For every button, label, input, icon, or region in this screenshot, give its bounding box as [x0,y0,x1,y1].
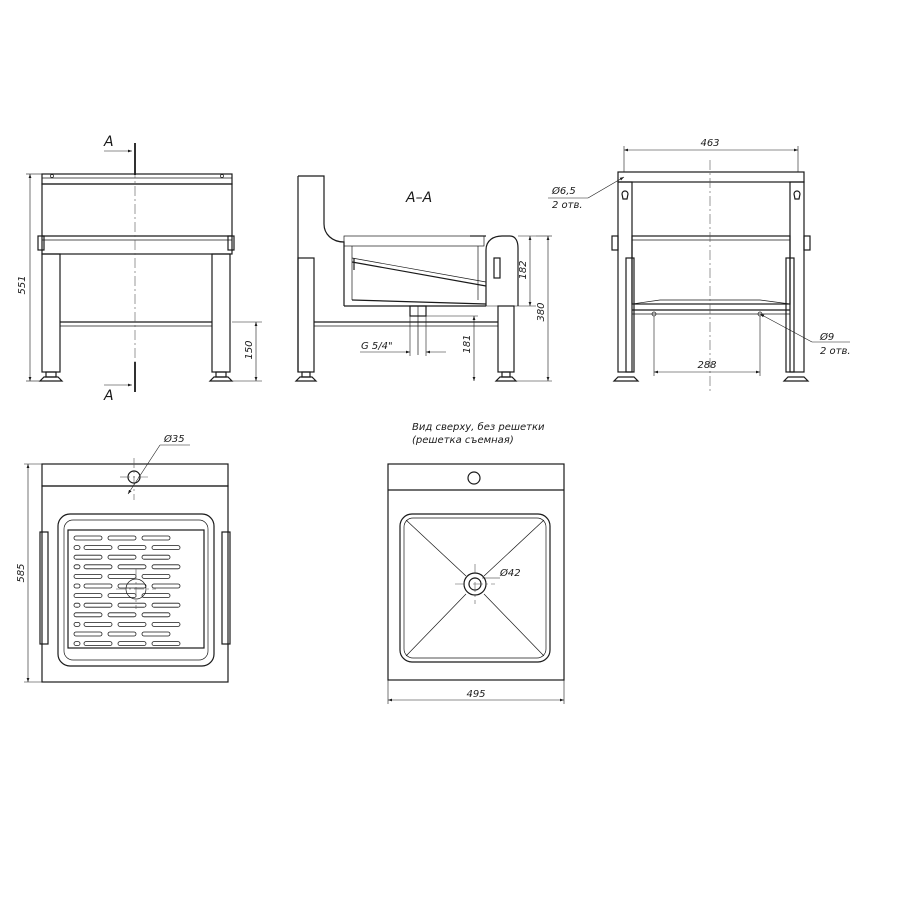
dim-hole-large-count: 2 отв. [820,346,851,357]
grate-slot [141,631,171,637]
grate-slots [73,535,181,646]
grate-slot [73,641,81,646]
grate-slot [107,612,137,618]
grate-slot [141,554,171,560]
grate-slot [151,622,181,627]
section-mark-top: A [103,134,114,150]
grate-slot [73,583,81,589]
grate-slot [117,583,147,589]
grate-slot [107,554,137,560]
grate-slot [73,631,103,637]
dim-drain-floor: 181 [462,334,473,353]
side-view: 463 Ø6,5 2 отв. Ø9 2 отв. 288 [548,138,851,392]
grate-slot [141,612,171,618]
dim-side-width: 463 [700,138,719,149]
grate-slot [83,641,113,646]
grate-slot [107,535,137,541]
grate-slot [83,564,113,570]
dim-drain-thread: G 5/4" [361,341,393,352]
grate-slot [151,564,181,570]
grate-slot [117,602,147,608]
dim-tap-hole: Ø35 [163,433,185,445]
top-view-bowl: Вид сверху, без решетки (решетка съемная… [387,421,565,704]
grate-slot [151,641,181,646]
grate-slot [141,574,171,579]
grate-slot [117,641,147,646]
grate-slot [83,602,113,608]
dim-rim-height: 380 [536,302,547,321]
grate-slot [83,583,113,589]
dim-drain-hole: Ø42 [499,567,521,579]
grate-slot [73,602,81,608]
grate-slot [73,622,81,627]
grate-slot [117,545,147,550]
grate-slot [141,593,171,598]
dim-bowl-depth: 182 [518,260,529,279]
dim-leg-spacing: 288 [697,360,716,371]
grate-slot [151,583,181,589]
grate-slot [73,612,103,618]
grate-slot [117,564,147,570]
top-view-grate: Ø35 585 [16,433,231,683]
grate-slot [117,622,147,627]
grate-slot [73,554,103,560]
grate-slot [107,593,137,598]
grate-slot [107,631,137,637]
front-view: A A 551 150 [17,134,262,404]
top-view-caption-2: (решетка съемная) [412,435,514,446]
dim-leg-height: 150 [244,340,255,359]
grate-slot [141,535,171,541]
dim-front-height: 551 [17,275,28,294]
section-view: А–А G 5/4" [294,175,552,382]
grate-slot [107,574,137,579]
section-mark-bottom: A [103,388,114,404]
dim-depth: 585 [16,563,27,582]
grate-slot [73,564,81,570]
dim-width: 495 [466,689,485,700]
grate-slot [73,574,103,579]
dim-hole-small: Ø6,5 [551,185,576,197]
dim-hole-large: Ø9 [819,331,834,343]
grate-slot [151,545,181,550]
grate-slot [151,602,181,608]
grate-slot [73,593,103,598]
section-title: А–А [405,190,432,206]
grate-slot [83,545,113,550]
dim-hole-small-count: 2 отв. [552,200,583,211]
grate-slot [73,535,103,541]
grate-slot [73,545,81,550]
top-view-caption-1: Вид сверху, без решетки [412,421,545,433]
grate-slot [83,622,113,627]
